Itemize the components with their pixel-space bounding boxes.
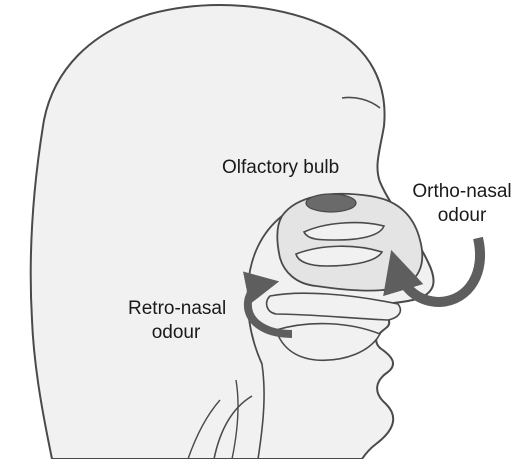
label-ortho-nasal-line2: odour <box>405 204 519 228</box>
label-olfactory-bulb-text: Olfactory bulb <box>222 156 339 180</box>
label-retro-nasal-line1: Retro-nasal <box>128 297 224 321</box>
label-ortho-nasal: Ortho-nasal odour <box>405 180 519 228</box>
olfactory-bulb <box>306 194 356 212</box>
label-olfactory-bulb: Olfactory bulb <box>222 156 339 180</box>
label-retro-nasal-line2: odour <box>128 321 224 345</box>
label-retro-nasal: Retro-nasal odour <box>128 297 224 345</box>
label-ortho-nasal-line1: Ortho-nasal <box>405 180 519 204</box>
